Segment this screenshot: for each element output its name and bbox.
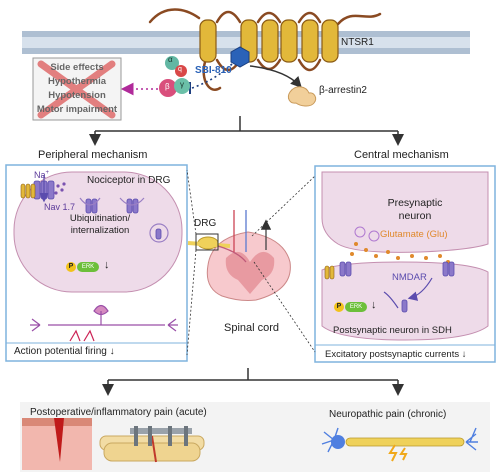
fractured-bone-icon: [99, 426, 205, 463]
incision-icon: [22, 418, 92, 470]
ligand-label: SBI-810: [195, 65, 232, 76]
nociceptor-label: Nociceptor in DRG: [87, 175, 171, 186]
peripheral-neuron: [30, 304, 178, 342]
glutamate-label: Glutamate (Glu): [380, 229, 448, 240]
arrestin-arrow: [249, 65, 302, 89]
erk-badge-central: ERK: [345, 302, 367, 312]
presynaptic-label: Presynaptic neuron: [387, 197, 443, 222]
peripheral-footer: Action potential firing ↓: [14, 346, 115, 357]
drg-highlight: [195, 233, 219, 251]
side-effect-item: Hypotension: [48, 90, 106, 101]
g-protein-icon: [159, 56, 190, 97]
sbi-810-ligand-icon: [230, 46, 250, 68]
central-ntsr1: [324, 265, 335, 280]
top-branch-arrows: [89, 116, 404, 146]
zoom-lines: [186, 169, 316, 356]
g-gamma-label: γ: [180, 80, 184, 89]
nmdar-channels: [339, 261, 455, 313]
acute-pain-label: Postoperative/inflammatory pain (acute): [30, 407, 207, 418]
side-effects-list: Side effects Hypothermia Hypotension Mot…: [33, 61, 121, 117]
ntsr1-small: [20, 183, 36, 199]
spinal-cord-label: Spinal cord: [224, 322, 280, 334]
bottom-branch-arrows: [102, 368, 404, 396]
peripheral-title: Peripheral mechanism: [38, 149, 148, 161]
spinal-cord-icon: [206, 231, 291, 301]
receptor-helices: [199, 19, 339, 63]
side-effects-title: Side effects: [50, 62, 104, 73]
outcome-panel: [20, 402, 490, 472]
damaged-neuron-icon: [321, 427, 478, 462]
g-alpha-label: α: [168, 55, 173, 64]
p-badge: P: [66, 262, 76, 272]
x-mark-icon: [37, 60, 116, 119]
chronic-pain-label: Neuropathic pain (chronic): [329, 409, 447, 420]
nmdar-internalization: [383, 277, 433, 309]
beta-arrestin-icon: [287, 86, 317, 107]
internalized-vesicles: [79, 197, 169, 243]
down-arrow-central: ↓: [371, 299, 377, 311]
down-arrow: ↓: [104, 259, 110, 271]
sodium-label: Na+: [34, 170, 50, 180]
vesicles: [354, 226, 380, 242]
erk-badge: ERK: [77, 262, 99, 272]
sodium-ions: [54, 182, 66, 195]
drg-label: DRG: [194, 218, 217, 229]
central-title: Central mechanism: [354, 149, 449, 161]
presynaptic-terminal: [321, 171, 489, 253]
postsynaptic-label: Postsynaptic neuron in SDH: [333, 325, 452, 336]
ubiquitination-label: Ubiquitination/ internalization: [69, 213, 131, 236]
g-beta-label: β: [165, 82, 170, 91]
ntsr1-receptor: [148, 8, 382, 91]
side-effect-item: Hypothermia: [47, 76, 107, 87]
side-effect-item: Motor impairment: [36, 104, 118, 115]
nav17-label: Nav 1.7: [44, 202, 76, 212]
p-badge-central: P: [334, 302, 344, 312]
central-footer: Excitatory postsynaptic currents ↓: [325, 349, 467, 360]
nmdar-label: NMDAR: [392, 272, 427, 283]
receptor-label: NTSR1: [341, 37, 374, 48]
g-q-label: q: [178, 66, 182, 73]
arrestin-label: β-arrestin2: [319, 85, 367, 96]
drg-nerve: [187, 210, 272, 263]
